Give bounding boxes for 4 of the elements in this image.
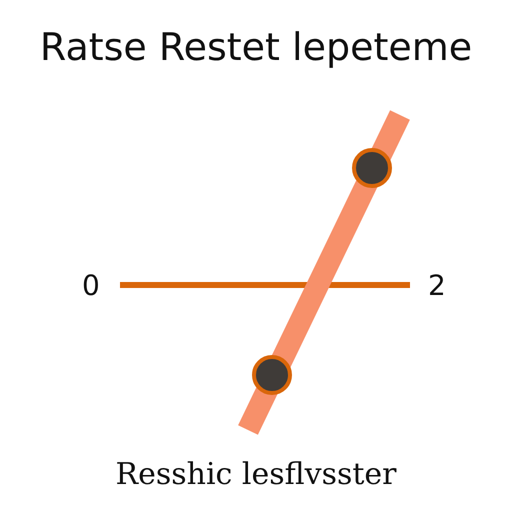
title: Ratse Restet lepeteme bbox=[38, 28, 474, 66]
caption: Resshic lesflvsster bbox=[114, 460, 398, 490]
axis-value: 0 bbox=[82, 272, 100, 300]
axis-value: 2 bbox=[428, 272, 446, 300]
